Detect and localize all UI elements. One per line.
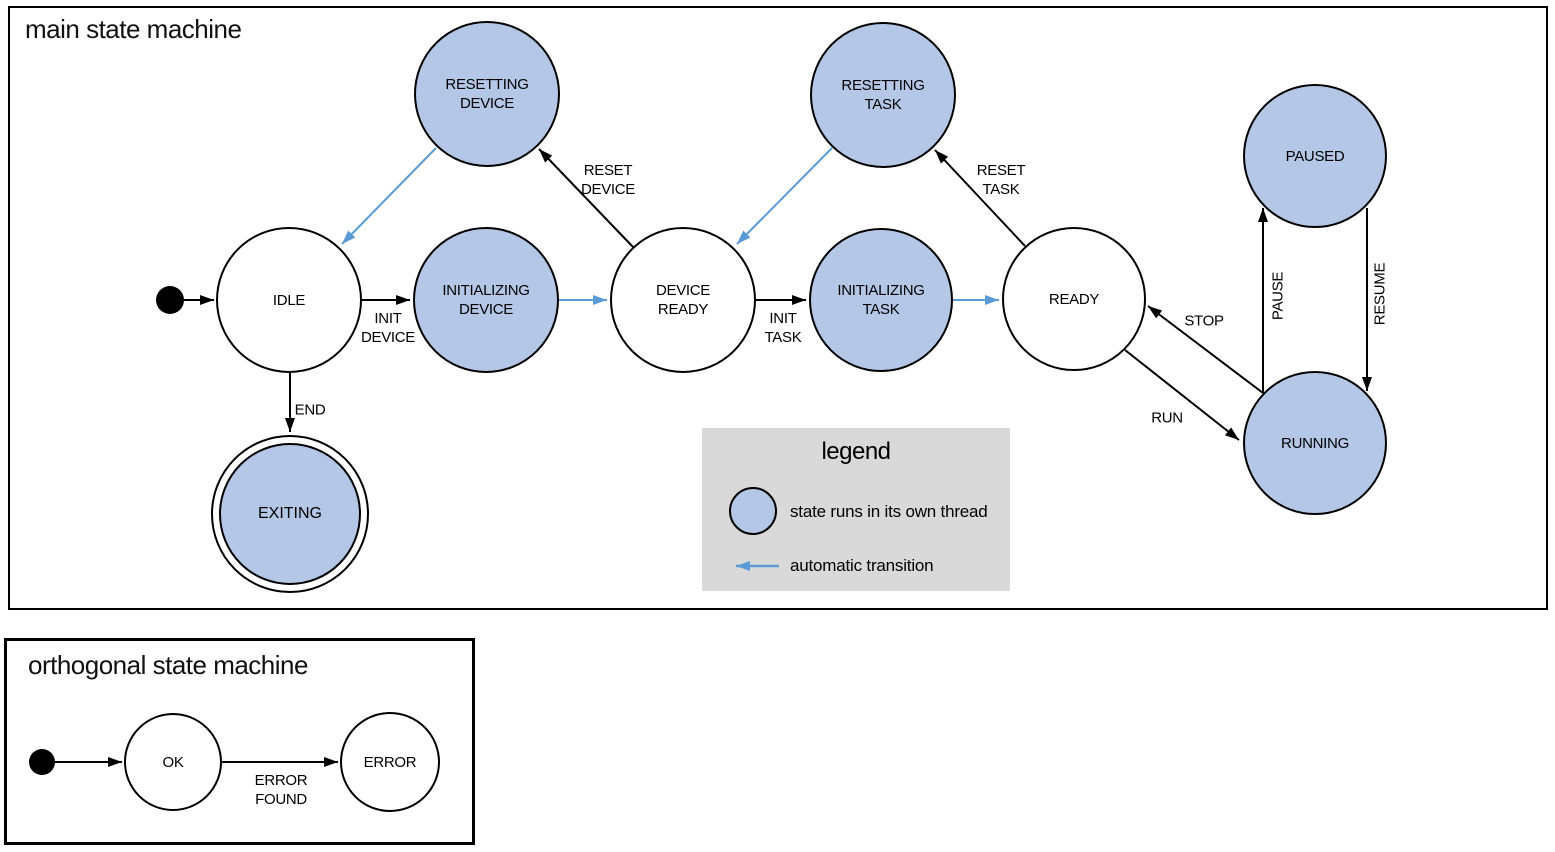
state-ready-label: READY: [1048, 290, 1100, 308]
legend-title: legend: [821, 438, 891, 465]
state-initializing-task-label: INITIALIZING TASK: [837, 282, 925, 318]
main-state-machine-title: main state machine: [25, 14, 242, 44]
state-error-label: ERROR: [363, 753, 417, 771]
state-ready: READY: [1002, 227, 1146, 371]
state-paused-label: PAUSED: [1285, 147, 1345, 165]
state-exiting-label: EXITING: [257, 505, 322, 522]
initial-state-dot-orthogonal: [29, 749, 55, 775]
legend-threaded-state-label: state runs in its own thread: [790, 502, 988, 521]
transition-label-reset-device: RESET DEVICE: [580, 162, 636, 198]
state-resetting-device: RESETTING DEVICE: [414, 21, 560, 167]
legend-auto-transition-label: automatic transition: [790, 556, 934, 575]
state-running: RUNNING: [1243, 371, 1387, 515]
state-idle-label: IDLE: [272, 291, 306, 309]
state-exiting-final: EXITING: [211, 435, 369, 593]
initial-state-dot-main: [156, 286, 184, 314]
transition-label-end: END: [294, 401, 326, 419]
legend-threaded-state-swatch: [729, 487, 777, 535]
orthogonal-state-machine-title: orthogonal state machine: [28, 650, 308, 680]
state-running-label: RUNNING: [1281, 434, 1349, 452]
state-device-ready-label: DEVICE READY: [655, 282, 711, 318]
transition-label-reset-task: RESET TASK: [976, 162, 1026, 198]
transition-label-stop: STOP: [1184, 312, 1224, 330]
transition-label-error-found: ERROR FOUND: [254, 772, 308, 808]
state-initializing-task: INITIALIZING TASK: [809, 228, 953, 372]
state-paused: PAUSED: [1243, 84, 1387, 228]
state-resetting-task-label: RESETTING TASK: [841, 77, 925, 113]
state-error: ERROR: [340, 712, 440, 812]
transition-label-pause: PAUSE: [1269, 271, 1287, 321]
transition-label-run: RUN: [1151, 409, 1183, 427]
state-initializing-device-label: INITIALIZING DEVICE: [442, 282, 530, 318]
state-idle: IDLE: [216, 227, 362, 373]
transition-label-init-device: INIT DEVICE: [360, 310, 416, 346]
transition-label-init-task: INIT TASK: [764, 310, 802, 346]
state-initializing-device: INITIALIZING DEVICE: [413, 227, 559, 373]
state-resetting-device-label: RESETTING DEVICE: [445, 76, 529, 112]
state-resetting-task: RESETTING TASK: [810, 22, 956, 168]
transition-label-resume: RESUME: [1371, 262, 1389, 326]
state-ok-label: OK: [162, 753, 184, 771]
state-exiting-inner-circle: EXITING: [219, 443, 361, 585]
state-device-ready: DEVICE READY: [610, 227, 756, 373]
state-ok: OK: [124, 713, 222, 811]
